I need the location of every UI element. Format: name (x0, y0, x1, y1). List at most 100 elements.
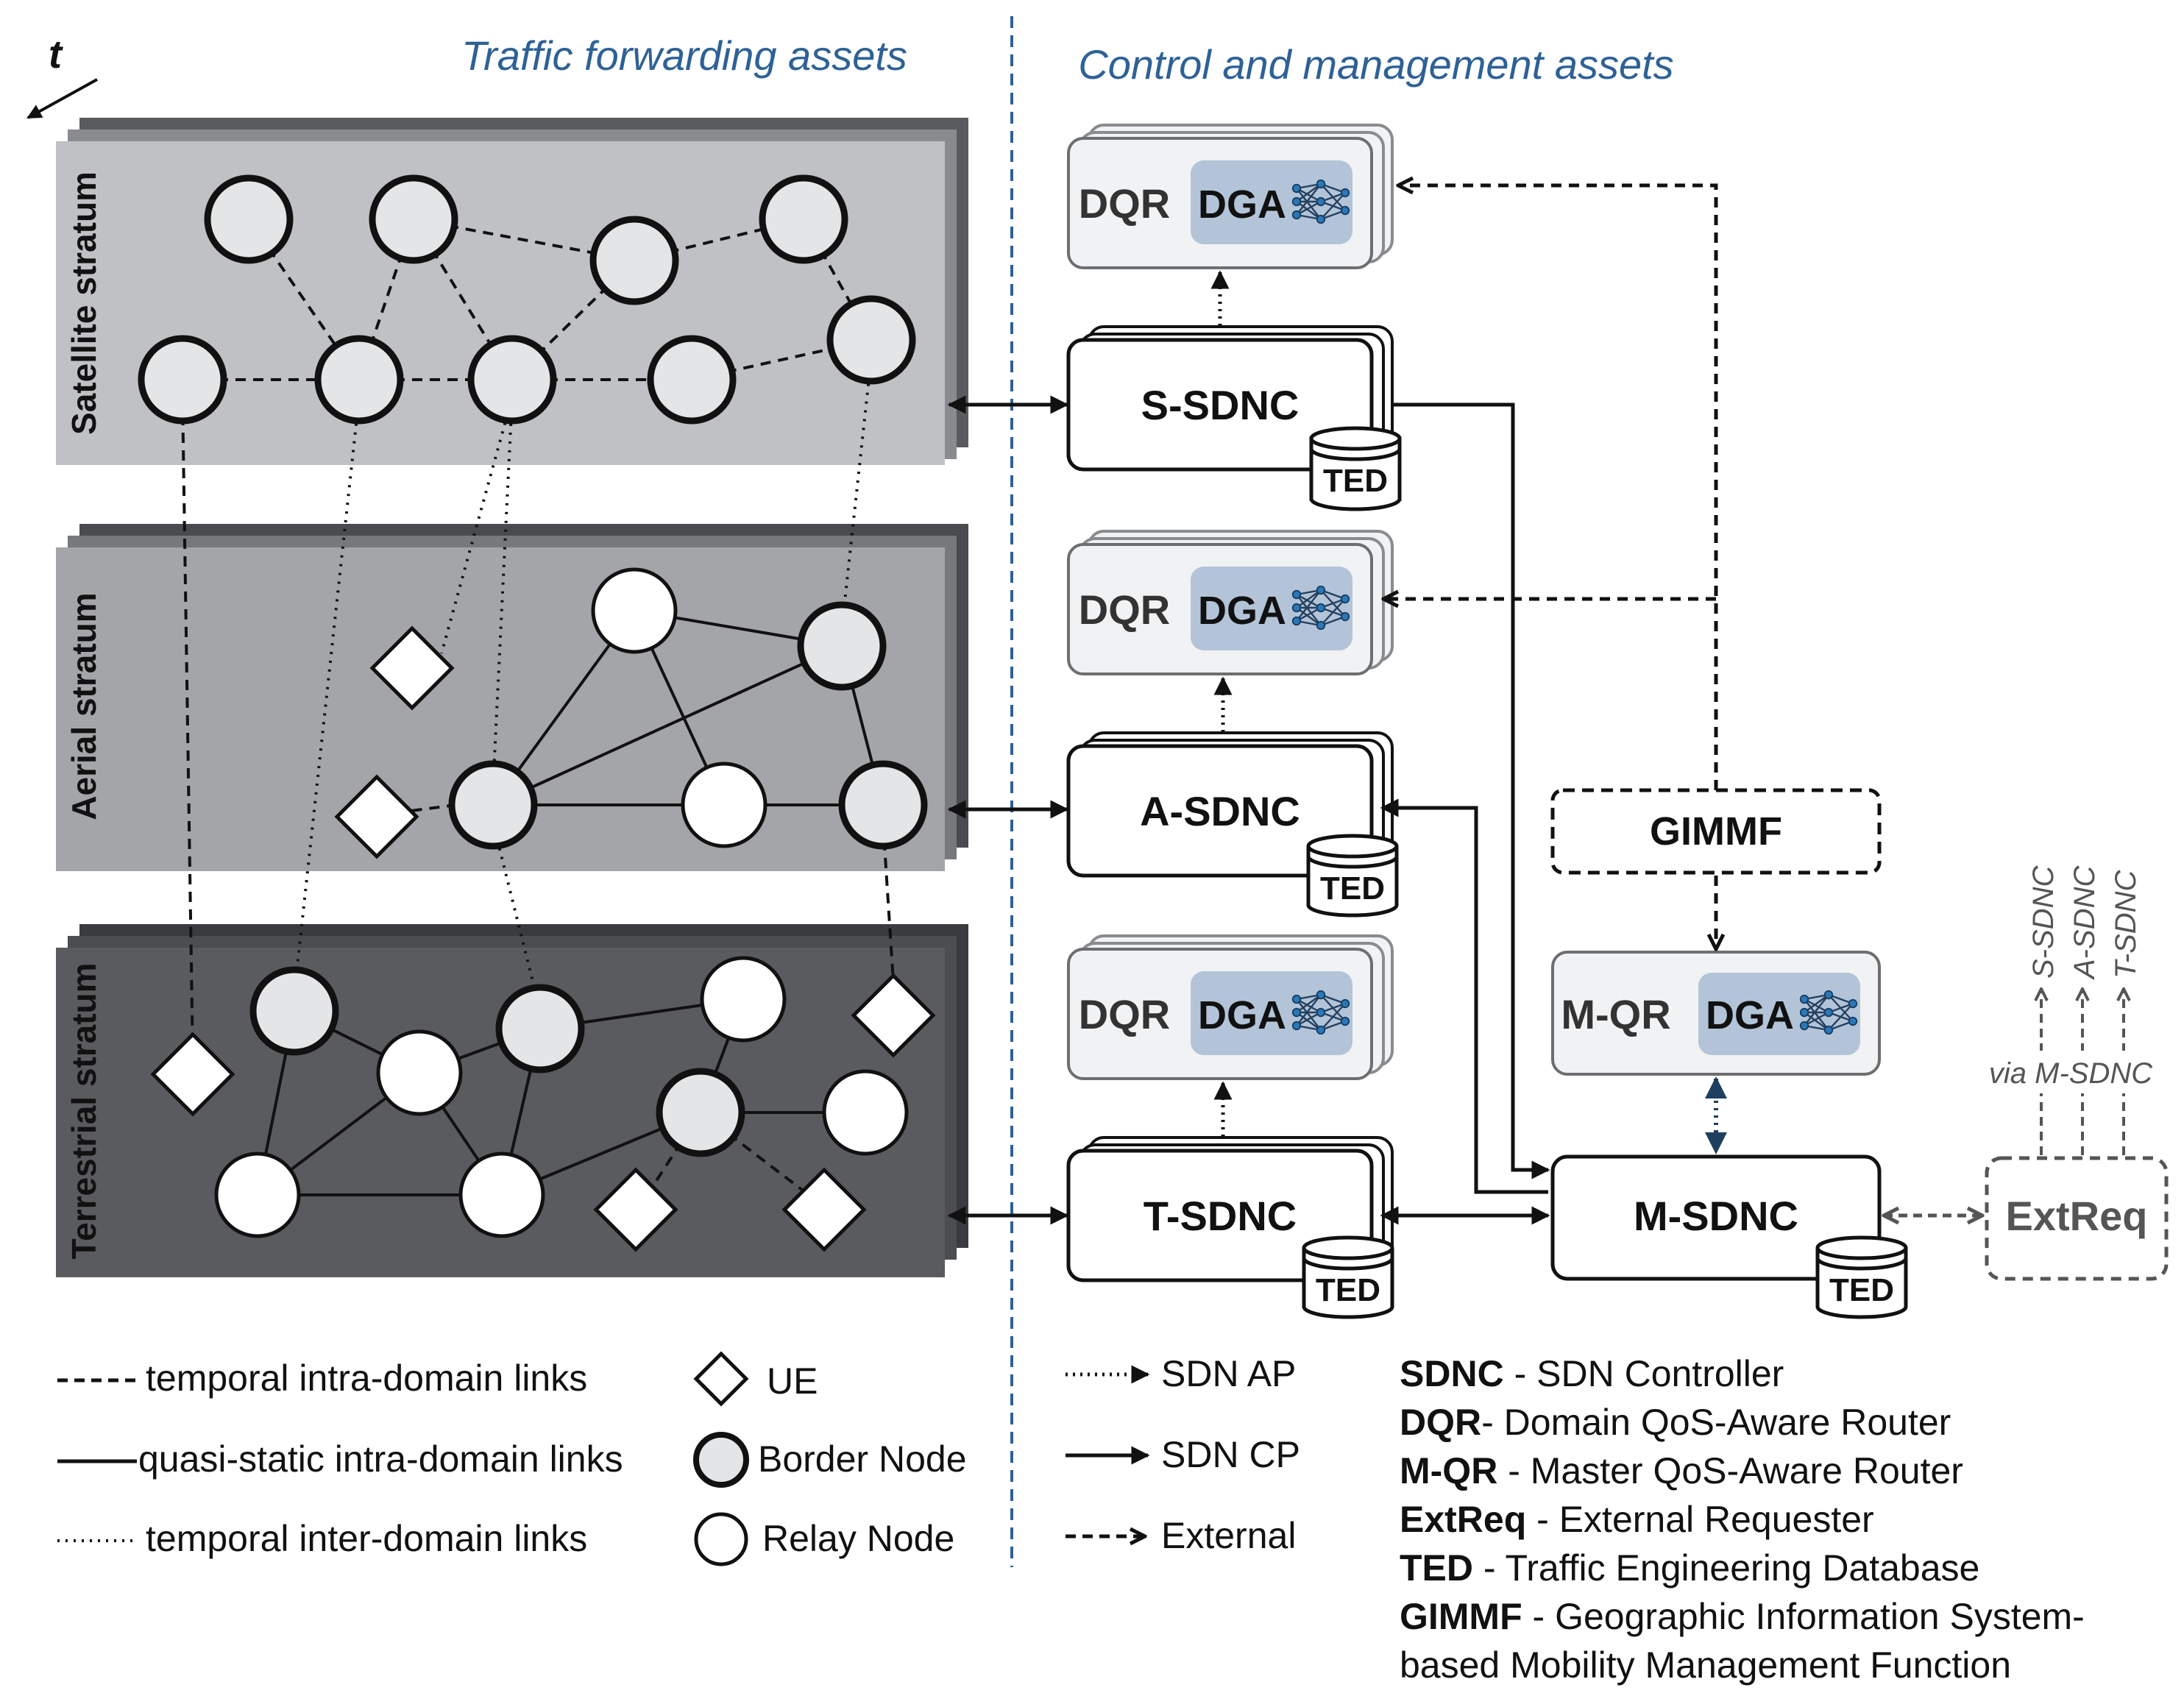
dga-label: DGA (1198, 993, 1286, 1037)
border-node (759, 174, 848, 264)
border-node (138, 335, 227, 425)
ted-database-icon (1815, 1235, 1908, 1319)
m-sdnc-box (1550, 1154, 1882, 1281)
relay-node (458, 1151, 545, 1238)
relay-node (214, 1151, 301, 1238)
dga-label: DGA (1198, 182, 1286, 227)
border-node (495, 984, 585, 1073)
legend-relay-node: Relay Node (762, 1518, 954, 1559)
dqr-panel-terrestrial (1067, 934, 1394, 1080)
border-node (204, 174, 294, 264)
a-sdnc-box (1066, 731, 1394, 878)
dqr-label: DQR (1079, 180, 1170, 227)
ted-database-icon (1302, 1235, 1394, 1319)
abbreviation-list: SDNC - SDN Controller DQR- Domain QoS-Aw… (1400, 1353, 2085, 1686)
inter-domain-links-dotted (293, 357, 873, 1012)
relay-node (681, 762, 767, 848)
ue-diamond (369, 625, 455, 711)
dga-label: DGA (1706, 993, 1794, 1037)
dqr-panel-aerial (1067, 530, 1394, 675)
abbreviation-row: ExtReq - External Requester (1400, 1499, 1874, 1540)
border-node (448, 760, 538, 850)
satellite-nodes (138, 174, 916, 425)
legend-border-node: Border Node (758, 1438, 967, 1480)
m-sdnc-label: M-SDNC (1634, 1193, 1798, 1239)
border-node (826, 295, 916, 385)
extreq-label: ExtReq (2006, 1193, 2148, 1239)
relay-node (376, 1029, 463, 1116)
relay-node (822, 1069, 909, 1156)
right-section-title: Control and management assets (1078, 41, 1673, 88)
abbreviation-row: M-QR - Master QoS-Aware Router (1400, 1450, 1963, 1491)
gimmf-label: GIMMF (1650, 809, 1782, 854)
border-node (647, 335, 737, 425)
ted-database-icon (1309, 426, 1402, 511)
s-sdnc-box (1066, 325, 1394, 472)
t-sdnc-label: T-SDNC (1144, 1193, 1297, 1239)
ted-label: TED (1323, 463, 1388, 499)
border-node (249, 966, 339, 1056)
border-node (838, 760, 928, 850)
aerial-ue-links (376, 803, 457, 817)
m-qr-label: M-QR (1561, 991, 1670, 1037)
relay-node (700, 956, 787, 1043)
abbreviation-row: SDNC - SDN Controller (1400, 1353, 1784, 1394)
legend-external: External (1161, 1515, 1296, 1556)
sdn-cp-links (1380, 402, 1550, 1225)
abbreviation-row: DQR- Domain QoS-Aware Router (1400, 1402, 1951, 1443)
relay-node (591, 567, 678, 654)
left-section-title: Traffic forwarding assets (461, 32, 907, 79)
ext-target-a-sdnc: A-SDNC (2068, 865, 2101, 980)
legend-link-types (57, 1378, 137, 1542)
aerial-nodes (448, 567, 928, 850)
extreq-box (1985, 1156, 2169, 1281)
border-node (656, 1068, 745, 1157)
border-node (467, 335, 557, 425)
s-sdnc-label: S-SDNC (1141, 382, 1300, 428)
ext-target-s-sdnc: S-SDNC (2027, 865, 2060, 979)
dqr-panel-satellite (1067, 124, 1394, 269)
ue-diamond (334, 774, 419, 859)
ue-devices (150, 625, 936, 1252)
ue-diamond (150, 1032, 235, 1117)
gimmf-external-links (1383, 185, 1716, 949)
terrestrial-stratum-label: Terrestrial stratum (65, 962, 103, 1259)
dga-label: DGA (1198, 589, 1286, 633)
aerial-stratum (56, 524, 968, 871)
border-node (589, 216, 679, 305)
border-node (314, 335, 404, 425)
ue-diamond (851, 973, 936, 1058)
legend-temporal-intra: temporal intra-domain links (146, 1358, 587, 1399)
a-sdnc-label: A-SDNC (1140, 788, 1300, 834)
extreq-upward-arrows (2041, 989, 2124, 1155)
ue-diamond (781, 1167, 867, 1252)
ted-database-icon (1306, 834, 1399, 918)
ted-label: TED (1829, 1272, 1894, 1308)
via-m-sdnc-label: via M-SDNC (1989, 1057, 2153, 1090)
ted-label: TED (1316, 1272, 1380, 1308)
legend-sdn-ap: SDN AP (1161, 1353, 1296, 1394)
strata-sdnc-links (947, 395, 1069, 1225)
legend-relay-node-icon (694, 1512, 748, 1566)
border-node (797, 601, 887, 691)
abbreviation-row: TED - Traffic Engineering Database (1400, 1547, 1979, 1589)
m-qr-panel (1551, 951, 1881, 1076)
satellite-stratum-label: Satellite stratum (65, 171, 103, 435)
legend-ue-icon (693, 1351, 749, 1407)
dqr-label: DQR (1079, 991, 1170, 1037)
ext-target-t-sdnc: T-SDNC (2110, 869, 2142, 979)
dqr-label: DQR (1079, 586, 1170, 633)
legend-border-node-icon (693, 1432, 749, 1488)
ue-diamond (593, 1167, 678, 1252)
time-arrow (26, 78, 98, 119)
ted-label: TED (1320, 870, 1385, 906)
legend-ue: UE (767, 1360, 818, 1402)
legend-temporal-inter: temporal inter-domain links (146, 1518, 587, 1559)
border-node (369, 174, 458, 264)
legend-sdn-cp: SDN CP (1161, 1434, 1300, 1475)
abbreviation-continuation: based Mobility Management Function (1400, 1644, 2011, 1686)
via-label-bg (1972, 1051, 2168, 1093)
terrestrial-nodes (214, 956, 909, 1238)
time-axis-label: t (49, 32, 63, 77)
